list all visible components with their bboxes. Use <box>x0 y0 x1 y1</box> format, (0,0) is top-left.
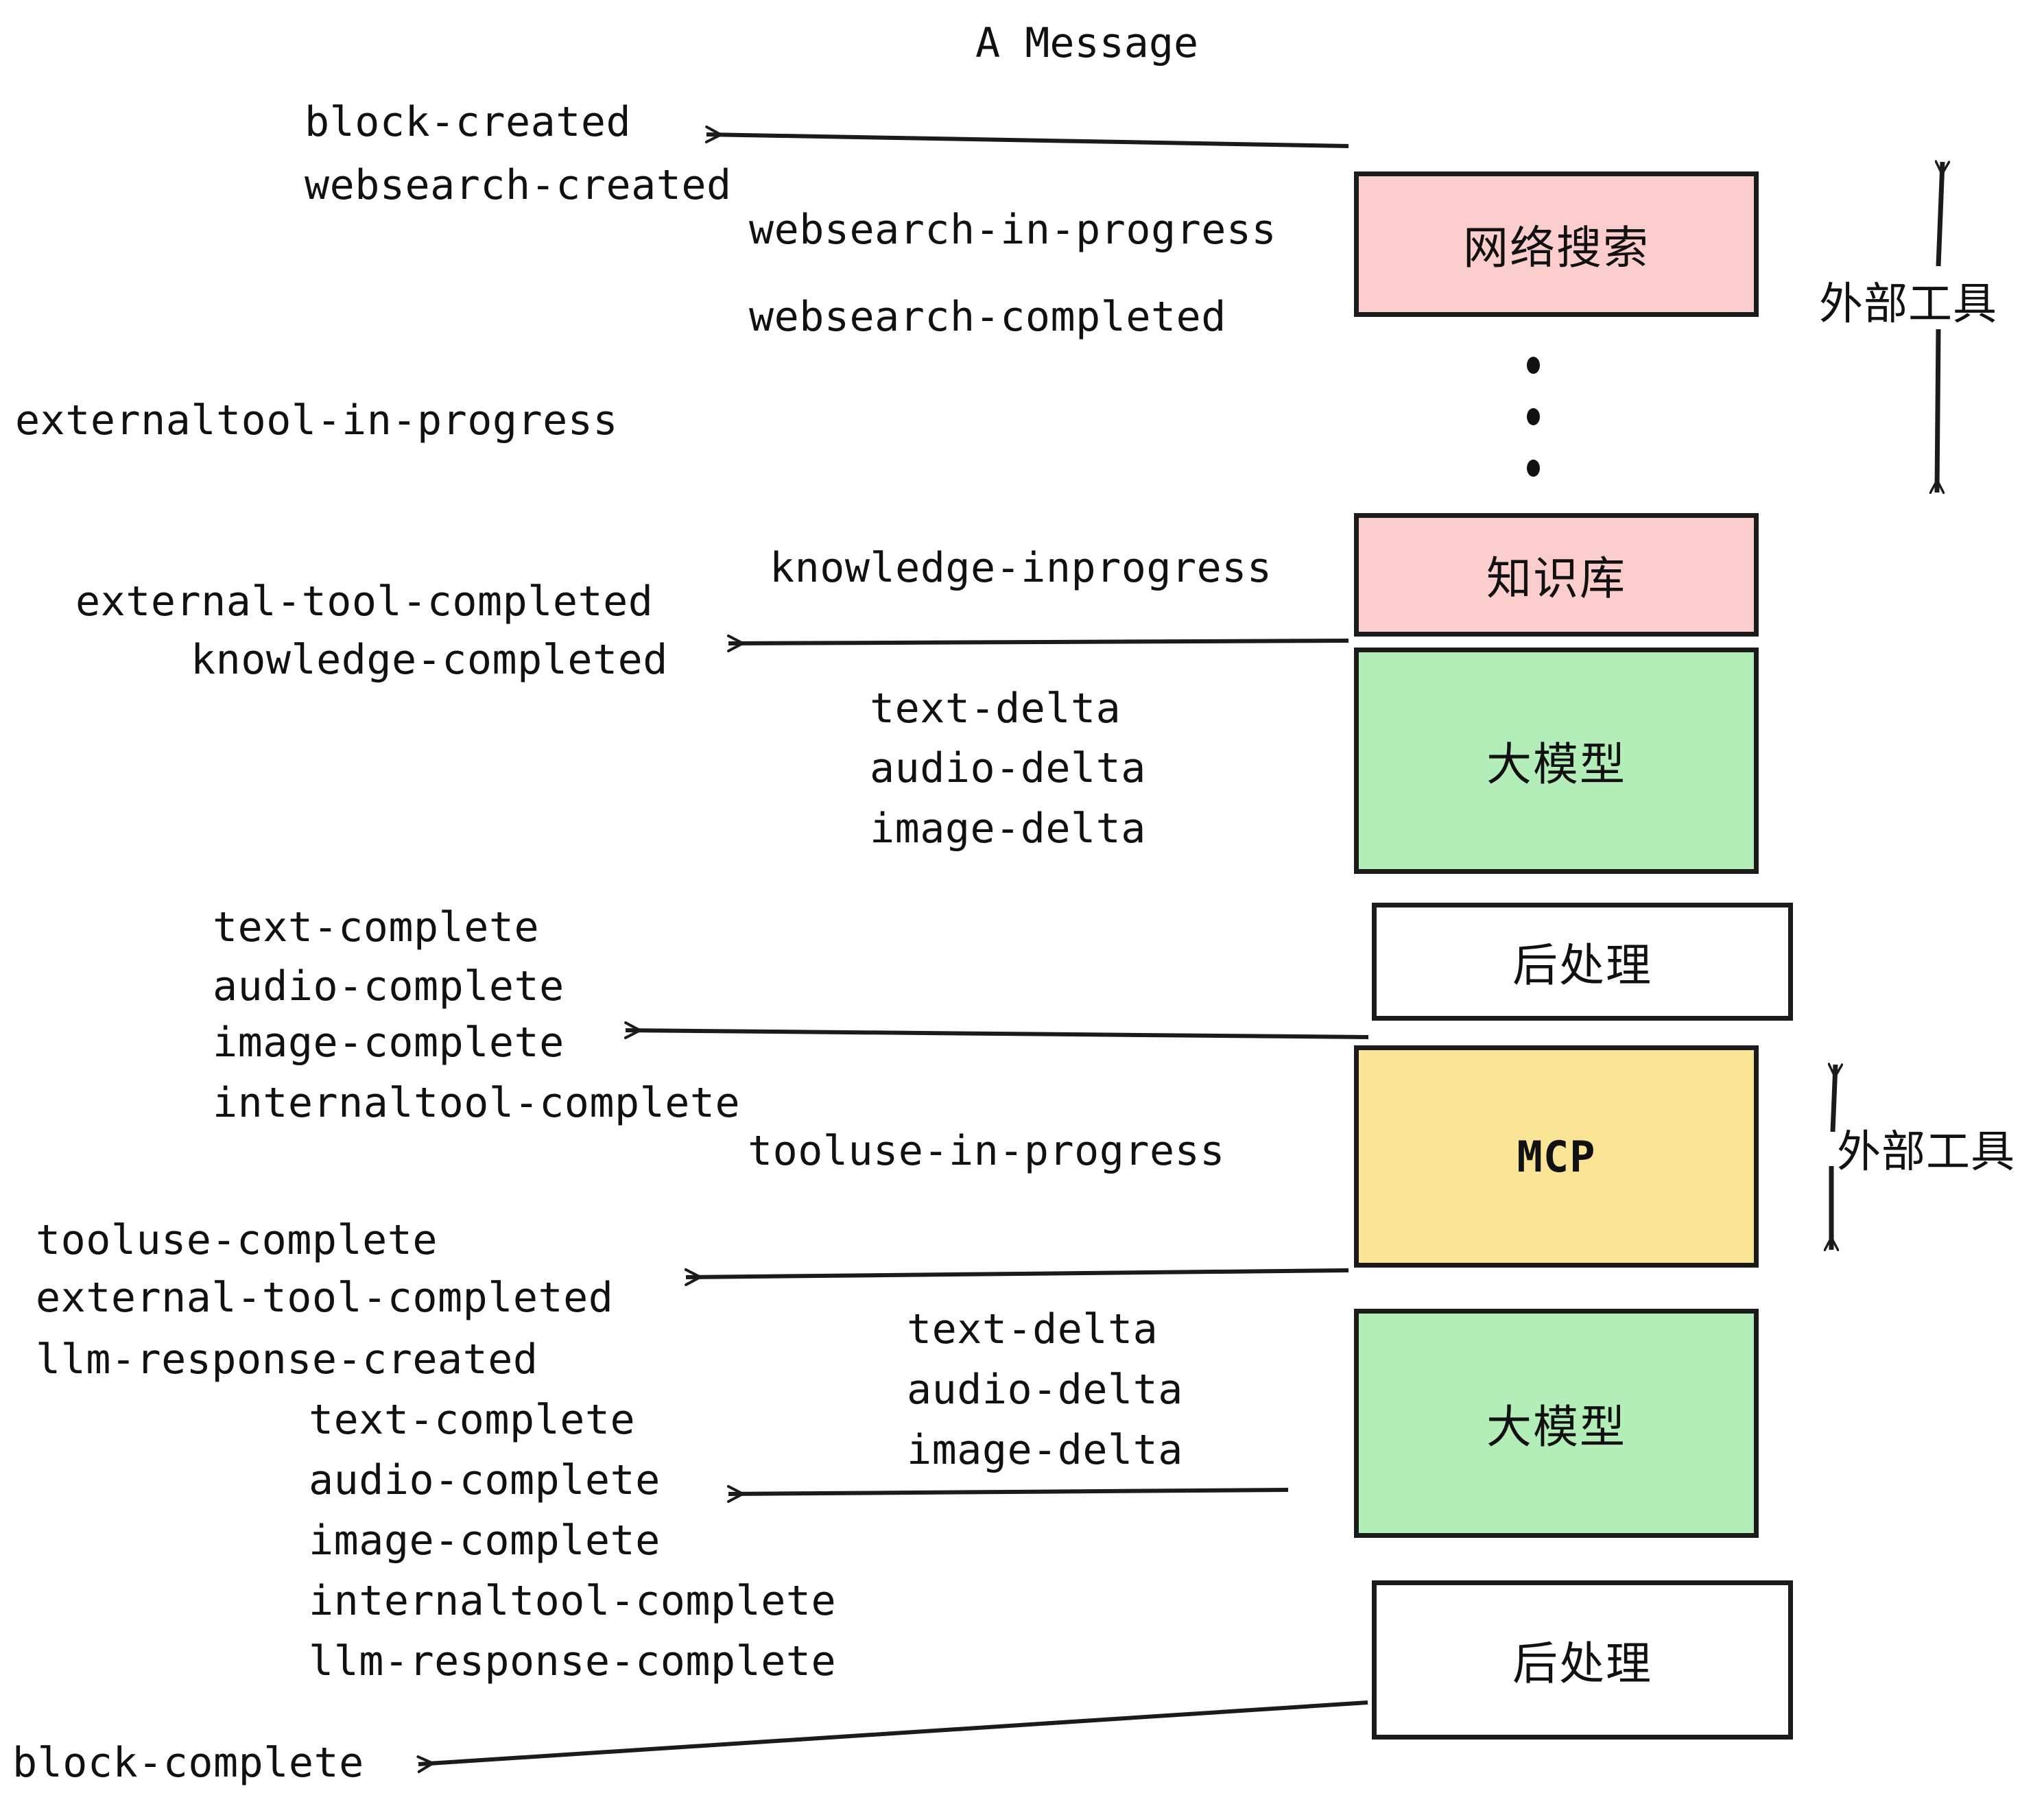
page-title: A Message <box>975 19 1199 67</box>
event-text-delta-2: text-delta <box>907 1305 1158 1353</box>
event-external-tool-completed-2: external-tool-completed <box>36 1274 614 1322</box>
bracket-external-tools-top-down <box>1937 329 1938 492</box>
node-label: 网络搜索 <box>1463 222 1650 274</box>
event-block-created: block-created <box>305 98 632 146</box>
event-llm-response-created: llm-response-created <box>36 1336 538 1384</box>
node-label: 后处理 <box>1512 1637 1652 1690</box>
node-postprocess-2[interactable]: 后处理 <box>1372 1580 1793 1740</box>
node-knowledge[interactable]: 知识库 <box>1354 513 1759 637</box>
event-websearch-in-progress: websearch-in-progress <box>749 206 1277 254</box>
event-internaltool-complete-1: internaltool-complete <box>213 1079 741 1127</box>
event-internaltool-complete-2: internaltool-complete <box>309 1577 837 1625</box>
event-knowledge-completed: knowledge-completed <box>191 636 668 684</box>
event-image-delta-2: image-delta <box>907 1426 1183 1474</box>
bracket-external-tools-bottom-up <box>1833 1065 1835 1132</box>
event-text-delta-1: text-delta <box>870 685 1121 733</box>
node-label: 大模型 <box>1486 1401 1626 1453</box>
arrow-knowledge-to-completed <box>726 634 1349 652</box>
event-image-complete-1: image-complete <box>213 1019 565 1067</box>
node-label: 后处理 <box>1512 939 1652 992</box>
node-label: 知识库 <box>1486 552 1626 605</box>
event-block-complete: block-complete <box>12 1739 364 1787</box>
event-text-complete-2: text-complete <box>309 1396 636 1444</box>
vertical-ellipsis-icon <box>1527 357 1540 511</box>
arrow-postprocess2-to-block-complete <box>416 1700 1368 1773</box>
event-audio-complete-1: audio-complete <box>213 962 565 1010</box>
side-label-external-tools-top: 外部工具 <box>1819 279 1997 330</box>
arrow-postprocess1-to-image-complete <box>623 1021 1369 1039</box>
event-image-delta-1: image-delta <box>870 805 1146 853</box>
event-audio-delta-1: audio-delta <box>870 744 1146 792</box>
event-externaltool-in-progress: externaltool-in-progress <box>15 396 618 444</box>
node-label: MCP <box>1517 1131 1596 1182</box>
event-audio-delta-2: audio-delta <box>907 1366 1183 1414</box>
arrow-llm2-to-audio-complete <box>726 1485 1289 1503</box>
arrow-mcp-to-tooluse-complete <box>684 1268 1349 1286</box>
event-tooluse-complete: tooluse-complete <box>36 1216 438 1264</box>
event-audio-complete-2: audio-complete <box>309 1456 661 1504</box>
event-llm-response-complete: llm-response-complete <box>309 1637 837 1685</box>
node-llm-2[interactable]: 大模型 <box>1354 1309 1759 1538</box>
node-mcp[interactable]: MCP <box>1354 1045 1759 1268</box>
event-image-complete-2: image-complete <box>309 1517 661 1565</box>
event-tooluse-in-progress: tooluse-in-progress <box>748 1127 1225 1175</box>
event-external-tool-completed-1: external-tool-completed <box>75 578 654 626</box>
node-websearch[interactable]: 网络搜索 <box>1354 171 1759 317</box>
side-label-external-tools-bottom: 外部工具 <box>1837 1127 2015 1178</box>
node-postprocess-1[interactable]: 后处理 <box>1372 903 1793 1021</box>
event-knowledge-inprogress: knowledge-inprogress <box>770 544 1272 592</box>
node-label: 大模型 <box>1486 738 1626 791</box>
bracket-external-tools-top-up <box>1938 162 1942 267</box>
arrow-websearch-to-block-created <box>704 126 1349 148</box>
event-websearch-created: websearch-created <box>305 161 732 209</box>
event-websearch-completed: websearch-completed <box>749 293 1226 341</box>
event-text-complete-1: text-complete <box>213 903 540 951</box>
node-llm-1[interactable]: 大模型 <box>1354 648 1759 874</box>
